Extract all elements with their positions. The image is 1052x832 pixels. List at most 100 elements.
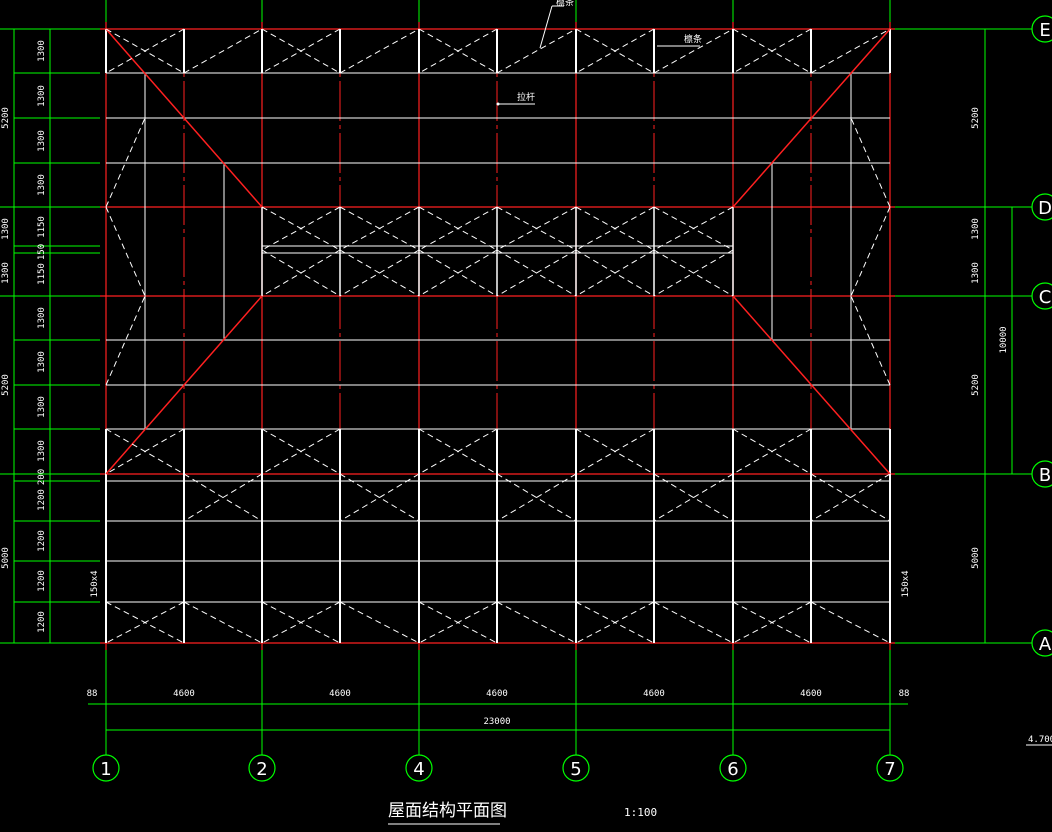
axis-bubble-A: A [1031,629,1052,657]
dimension-lines [13,28,1013,736]
dim-left-major-3: 1300 [1,262,11,284]
grid-lines [0,0,1032,755]
dim-left-major-4: 5200 [1,374,11,396]
brace-lower-b-3 [339,473,420,522]
brace-left-1 [105,117,146,208]
brace-top-b-2 [261,28,341,74]
dim-right-seg-3: 1300 [971,262,981,284]
brace-bottom-c-5 [496,601,577,644]
brace-center-upper-x-5 [653,206,734,251]
brace-top-c-1 [183,28,263,74]
brace-center-lower-x-5 [653,249,734,297]
dim-left-seg-7: 1150 [37,263,47,285]
brace-top-c-3 [339,28,420,74]
dim-span-5: 4600 [800,689,822,699]
brace-right-2 [850,206,891,297]
brace-center-upper-x-2 [418,206,498,251]
dim-span-3: 4600 [486,689,508,699]
axis-label-B: B [1039,465,1051,486]
axis-bubble-6: 6 [719,754,747,782]
axis-bubble-7: 7 [876,754,904,782]
brace-bottom-c-7 [653,601,734,644]
dim-left-seg-5: 1150 [37,216,47,238]
dim-right-seg-1: 5200 [971,107,981,129]
axis-bubble-5: 5 [562,754,590,782]
dim-left-seg-15: 1200 [37,570,47,592]
brace-lower-b-5 [496,473,577,522]
drawing-title: 屋面结构平面图 [388,801,507,821]
brace-lower-b-7 [653,473,734,522]
dim-span-2: 4600 [329,689,351,699]
brace-top-b-8 [732,28,812,74]
dim-left-seg-1: 1300 [37,40,47,62]
dim-left-seg-14: 1200 [37,530,47,552]
brace-bottom-b-4 [418,601,498,644]
axis-bubble-E: E [1031,15,1052,43]
brace-right-1 [850,117,891,208]
dim-left-seg-2: 1300 [37,85,47,107]
dim-left-seg-3: 1300 [37,130,47,152]
brace-bottom-c-1 [183,601,263,644]
brace-center-lower-x-1 [339,249,420,297]
brace-mid-b-0 [105,428,185,475]
dim-left-seg-16: 1200 [37,611,47,633]
brace-bottom-b-8 [732,601,812,644]
brace-center-lower-x-2 [418,249,498,297]
label-left-section: 150x4 [90,570,100,597]
brace-center-upper-x-4 [575,206,655,251]
brace-center-lower-x-4 [575,249,655,297]
dim-total: 23000 [483,717,510,727]
axis-label-D: D [1038,198,1052,219]
inner-hip-frame [223,162,773,341]
hip-diagonal-tl [105,28,263,208]
brace-center-upper-x-3 [496,206,577,251]
brace-center-lower-x-0 [261,249,341,297]
brace-bottom-c-9 [810,601,891,644]
brace-bottom-b-6 [575,601,655,644]
brace-mid-b-2 [261,428,341,475]
brace-left-2 [105,206,146,297]
axis-bubble-B: B [1031,460,1052,488]
brace-top-c-7 [653,28,734,74]
label-tie: 拉杆 [517,91,535,103]
dim-right-seg-4: 5200 [971,374,981,396]
dim-left-seg-9: 1300 [37,351,47,373]
dim-left-seg-10: 1300 [37,396,47,418]
axis-label-1: 1 [100,759,111,780]
brace-bottom-b-0 [105,601,185,644]
brace-right-3 [850,295,891,386]
dim-left-major-5: 5000 [1,547,11,569]
axis-label-E: E [1039,20,1050,41]
dim-edge-left: 88 [87,689,98,699]
axis-label-4: 4 [413,759,424,780]
brace-bottom-c-3 [339,601,420,644]
label-purlin: 檩条 [684,33,702,45]
axis-bubble-4: 4 [405,754,433,782]
dim-left-seg-6: 150 [37,244,47,260]
dim-span-4: 4600 [643,689,665,699]
dim-left-seg-4: 1300 [37,174,47,196]
axis-label-7: 7 [884,759,895,780]
dim-left-seg-13: 1200 [37,489,47,511]
brace-mid-b-6 [575,428,655,475]
brace-top-c-9 [810,28,891,74]
dim-right-seg-5: 5000 [971,547,981,569]
axis-label-C: C [1039,287,1052,308]
brace-lower-b-9 [810,473,891,522]
drawing-scale: 1:100 [624,806,657,819]
brace-center-upper-x-1 [339,206,420,251]
axis-bubble-D: D [1031,193,1052,221]
leader-top [539,5,553,49]
structural-members [105,28,891,644]
label-right-section: 150x4 [901,570,911,597]
brace-center-upper-x-0 [261,206,341,251]
brace-top-c-5 [496,28,577,74]
dim-left-seg-8: 1300 [37,307,47,329]
dim-right-seg-2: 1300 [971,218,981,240]
axis-bubble-2: 2 [248,754,276,782]
hip-diagonal-tr [732,28,891,208]
elevation-mark: 4.700 [1028,735,1052,745]
brace-mid-b-4 [418,428,498,475]
brace-top-b-6 [575,28,655,74]
